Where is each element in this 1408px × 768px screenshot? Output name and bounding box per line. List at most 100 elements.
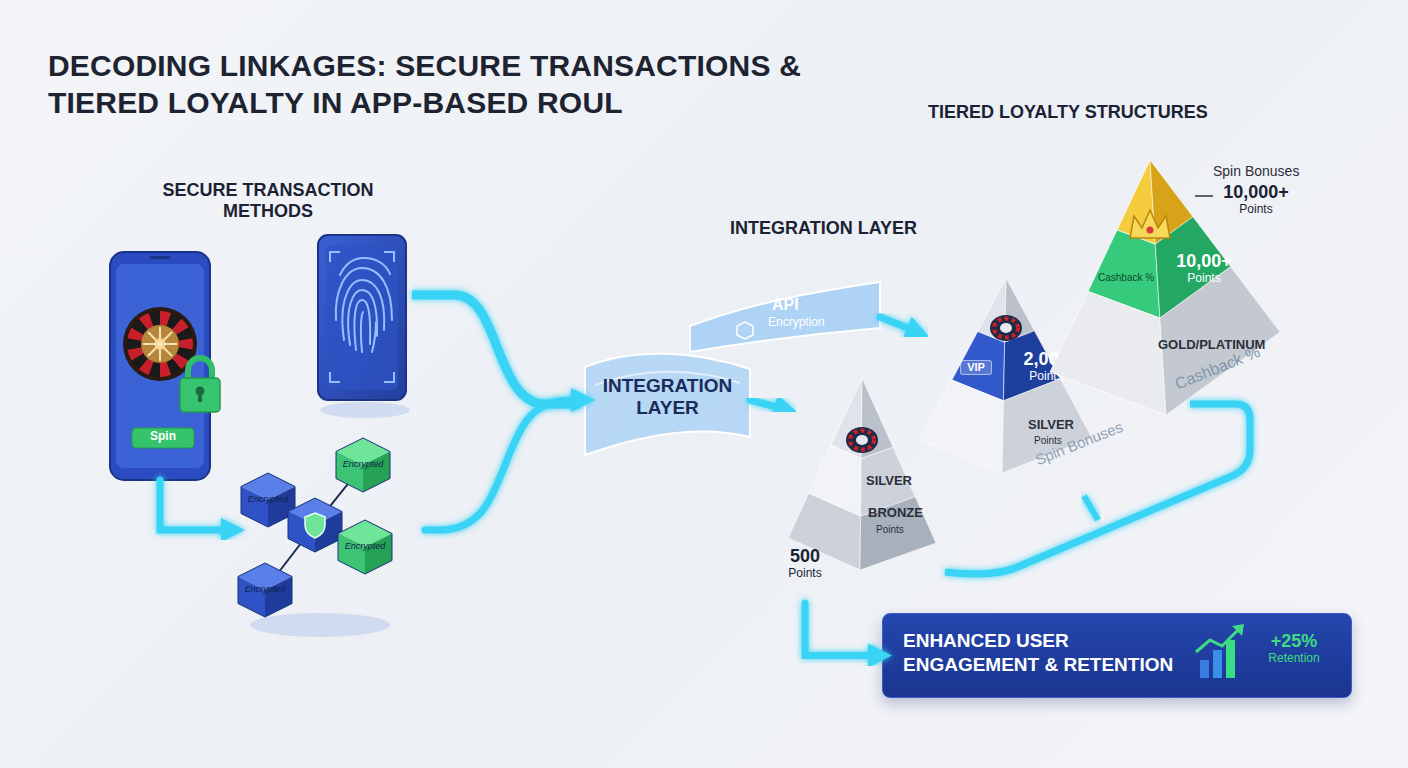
wheel-segment xyxy=(149,311,160,326)
node-shape xyxy=(788,378,936,570)
crown-icon xyxy=(1130,210,1170,238)
bracket-line xyxy=(1084,496,1098,520)
node-outline xyxy=(110,252,210,480)
outcome-box: ENHANCED USER ENGAGEMENT & RETENTION +25%… xyxy=(882,613,1352,698)
tier-unit: Points xyxy=(876,524,926,536)
integration-band xyxy=(585,354,750,455)
flow-connector xyxy=(750,400,788,410)
decor-ellipse xyxy=(846,427,878,453)
casino-chip-icon xyxy=(846,427,878,453)
api-band xyxy=(690,282,880,352)
decor-rect xyxy=(180,378,220,412)
fingerprint-panel xyxy=(318,235,406,400)
decor-path xyxy=(330,252,394,382)
callout-text: Spin Bonuses xyxy=(1213,163,1323,179)
cube-label: Encrypted xyxy=(335,459,391,469)
decor-g xyxy=(336,258,392,352)
decor-circle xyxy=(1147,227,1154,234)
encrypted-cube xyxy=(336,438,390,492)
decor-polygon xyxy=(336,452,363,493)
node-shape xyxy=(110,252,220,480)
decor-ellipse xyxy=(850,431,874,450)
decor-polygon xyxy=(363,452,390,493)
decor-polygon xyxy=(338,520,392,574)
decor-polygon xyxy=(241,487,268,528)
decor-ellipse xyxy=(1000,323,1012,333)
cube-label: Encrypted xyxy=(237,584,293,594)
decor-path xyxy=(348,290,377,345)
cluster-shadow xyxy=(250,613,390,637)
section-heading: SECURE TRANSACTION METHODS xyxy=(143,180,393,221)
decor-ellipse xyxy=(990,315,1022,341)
api-encryption-band: API Encryption xyxy=(690,282,880,352)
decor-ellipse xyxy=(856,435,868,445)
decor-polygon xyxy=(288,498,342,552)
tier-benefit: Cashback % xyxy=(1098,272,1164,284)
decor-path xyxy=(336,268,392,320)
decor-path xyxy=(1130,210,1170,238)
band-title: API xyxy=(772,296,816,314)
callout-number: 500 Points xyxy=(774,547,836,580)
padlock-icon xyxy=(180,358,220,412)
decor-polygon xyxy=(365,534,392,575)
button-text: Spin xyxy=(132,430,194,444)
shield-icon xyxy=(305,513,325,538)
flow-connector xyxy=(805,603,882,656)
leader-line xyxy=(1195,195,1213,197)
encryption-cluster: EncryptedEncryptedEncryptedEncrypted xyxy=(235,445,425,615)
phone-device: Spin xyxy=(110,252,210,480)
node-shape xyxy=(585,354,750,455)
casino-chip-icon xyxy=(990,315,1022,341)
decor-path xyxy=(354,300,370,350)
decor-rect xyxy=(326,245,398,390)
encrypted-cube xyxy=(338,520,392,574)
flow-connector xyxy=(880,317,920,333)
decor-ellipse xyxy=(994,319,1018,338)
decor-rect xyxy=(318,235,406,400)
decor-circle xyxy=(141,325,179,363)
band-title: INTEGRATION LAYER xyxy=(590,375,745,419)
decor-rect xyxy=(198,393,202,402)
pyramid-tier-face xyxy=(1050,291,1166,415)
decor-polygon xyxy=(238,563,292,617)
hexagon-icon xyxy=(737,322,753,339)
integration-layer-band: INTEGRATION LAYER xyxy=(585,345,750,455)
decor-polygon xyxy=(338,534,365,575)
section-heading: TIERED LOYALTY STRUCTURES xyxy=(928,102,1258,123)
pyramid-tier-face xyxy=(860,497,936,570)
tier-points: 10,00+ Points xyxy=(1174,252,1234,285)
cube-label: Encrypted xyxy=(240,494,296,504)
tier-name: SILVER xyxy=(1028,418,1092,433)
decor-path xyxy=(340,258,390,275)
cube-label: Encrypted xyxy=(337,541,393,551)
phone-speaker xyxy=(150,256,170,259)
decor-polygon xyxy=(241,473,295,527)
outcome-title: ENHANCED USER ENGAGEMENT & RETENTION xyxy=(903,629,1193,677)
decor-path xyxy=(372,322,376,352)
decor-polygon xyxy=(238,577,265,618)
tier-name: BRONZE xyxy=(868,506,934,521)
flow-connector xyxy=(160,480,235,530)
wheel-segment xyxy=(160,362,171,377)
node-shape xyxy=(690,282,880,352)
pyramid-tier-face xyxy=(920,380,1003,473)
encrypted-cube xyxy=(288,498,342,552)
phone-body xyxy=(110,252,210,480)
flow-line xyxy=(412,295,580,404)
callout-number: 10,000+ Points xyxy=(1216,183,1296,216)
tier-badge: VIP xyxy=(960,360,992,375)
decor-path xyxy=(188,358,212,380)
diagram-title: DECODING LINKAGES: SECURE TRANSACTIONS &… xyxy=(48,48,818,121)
encrypted-cube xyxy=(238,563,292,617)
retention-stat: +25% Retention xyxy=(1249,632,1339,665)
decor-path xyxy=(361,312,363,352)
decor-polygon xyxy=(336,438,390,492)
flow-arrow xyxy=(228,322,296,328)
node-shape xyxy=(238,438,392,617)
panel-shadow xyxy=(320,402,410,418)
tier-name: SILVER xyxy=(866,474,928,489)
flow-connector xyxy=(425,400,585,530)
band-subtitle: Encryption xyxy=(768,316,858,330)
encrypted-cube xyxy=(241,473,295,527)
